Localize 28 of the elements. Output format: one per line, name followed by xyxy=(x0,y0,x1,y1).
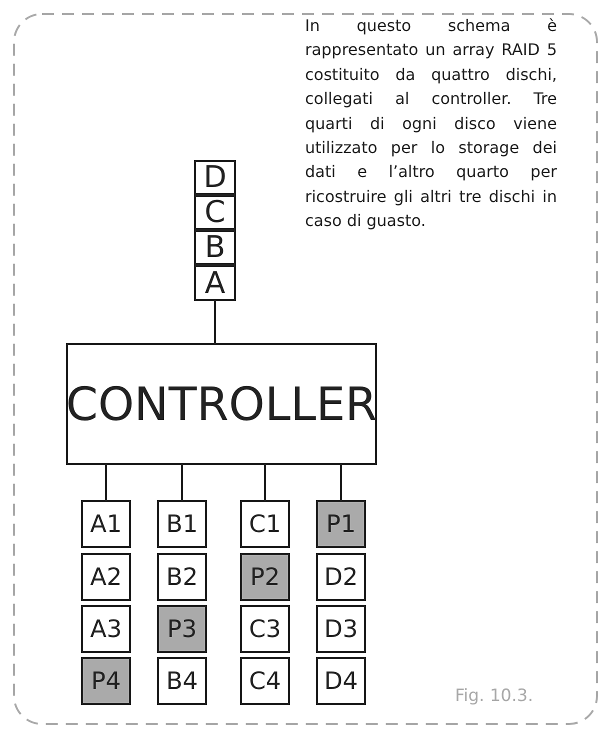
disk-block: A xyxy=(194,265,236,301)
description-paragraph: In questo schema è rappresentato un array RAID 5 costituito da quattro dischi, collegati al controller. Tre quarti di ogni disco viene utilizzato per lo storage dei dati e l’altro quarto per ricostruire gli altri tre dischi in caso di guasto. xyxy=(305,15,557,232)
disk-block: P4 xyxy=(81,657,131,705)
disk-block: C xyxy=(194,195,236,230)
disk-block: B xyxy=(194,230,236,265)
connector-line xyxy=(105,465,107,500)
controller-box: CONTROLLER xyxy=(66,343,377,465)
connector-line xyxy=(340,465,342,500)
disk-block: P2 xyxy=(240,553,290,601)
figure-number: Fig. 10.3. xyxy=(455,686,534,706)
disk-block: P1 xyxy=(316,500,366,548)
disk-block: D4 xyxy=(316,657,366,705)
connector-line xyxy=(264,465,266,500)
disk-block: A2 xyxy=(81,553,131,601)
disk-block: A3 xyxy=(81,605,131,653)
disk-block: A1 xyxy=(81,500,131,548)
disk-block: B2 xyxy=(157,553,207,601)
disk-block: C4 xyxy=(240,657,290,705)
disk-block: C1 xyxy=(240,500,290,548)
disk-block: D3 xyxy=(316,605,366,653)
disk-block: B4 xyxy=(157,657,207,705)
disk-block: D2 xyxy=(316,553,366,601)
disk-block: P3 xyxy=(157,605,207,653)
disk-block: C3 xyxy=(240,605,290,653)
disk-block: B1 xyxy=(157,500,207,548)
disk-block: D xyxy=(194,160,236,195)
connector-line xyxy=(181,465,183,500)
connector-line xyxy=(214,301,216,343)
